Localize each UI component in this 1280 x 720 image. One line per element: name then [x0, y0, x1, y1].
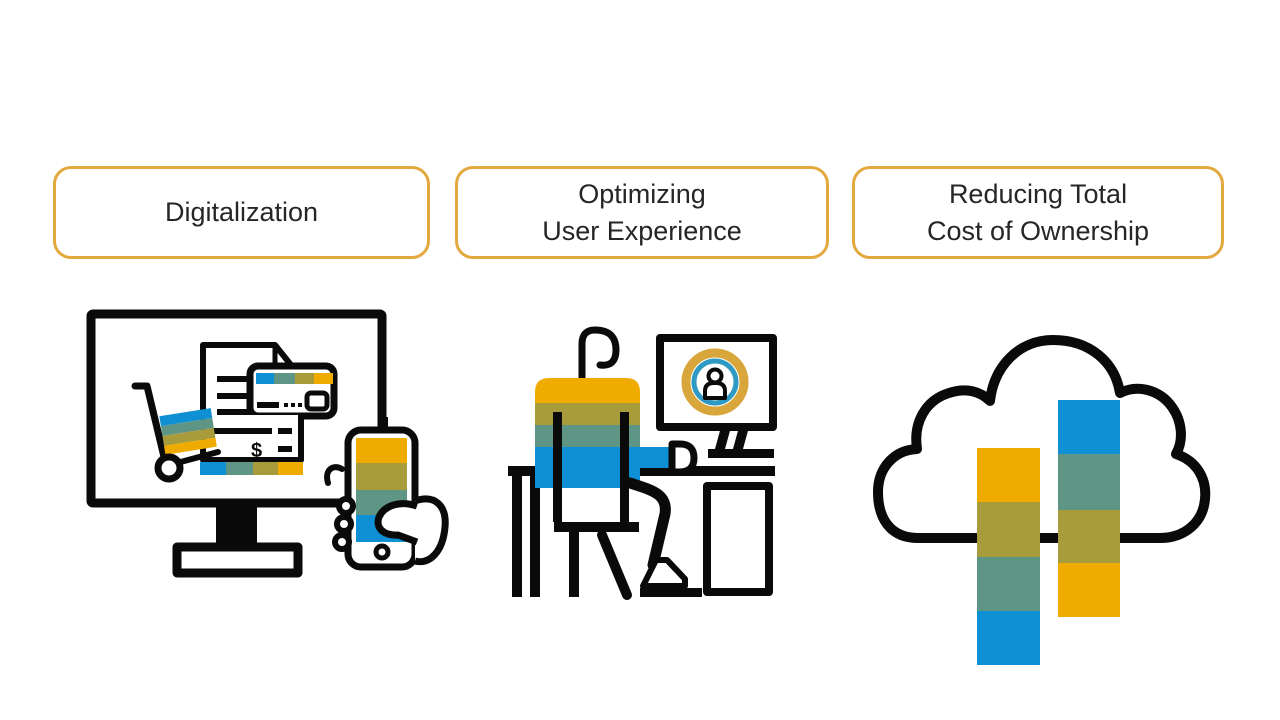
color-bar — [200, 462, 303, 475]
user-avatar-icon — [681, 348, 749, 416]
chair-icon — [554, 522, 639, 600]
hand — [668, 440, 698, 476]
person-icon — [535, 326, 702, 597]
thumb — [374, 500, 419, 546]
card-optimizing-user-experience: Optimizing User Experience — [455, 166, 829, 259]
drawer-unit — [703, 482, 773, 596]
card-digitalization: Digitalization — [53, 166, 430, 259]
credit-card-icon — [246, 362, 338, 420]
card-label-line: Optimizing — [578, 178, 706, 209]
head — [578, 326, 620, 388]
smartphone-in-hand-icon — [324, 417, 449, 571]
torso-and-arm — [535, 447, 672, 488]
home-button — [373, 543, 391, 561]
card-reducing-tco: Reducing Total Cost of Ownership — [852, 166, 1224, 259]
user-at-desk-illustration-icon — [508, 326, 777, 600]
cloud-tco-illustration-icon — [873, 335, 1211, 665]
left-bar-column — [977, 448, 1040, 665]
index-finger — [324, 464, 345, 486]
parcel-icon — [159, 408, 217, 455]
cloud-icon — [873, 335, 1211, 543]
card-label-line: Reducing Total — [948, 178, 1128, 209]
hand-palm — [413, 495, 449, 566]
hand-truck-icon — [131, 382, 221, 483]
leg — [624, 477, 671, 571]
foot — [640, 557, 688, 589]
desk-icon — [508, 466, 775, 597]
dollar-sign: $ — [251, 440, 262, 462]
card-label-line: User Experience — [542, 215, 742, 246]
card-label-line: Cost of Ownership — [926, 215, 1150, 246]
card-label-line: Digitalization — [164, 197, 319, 227]
desk-monitor-icon — [656, 334, 777, 458]
invoice-icon: $ — [200, 415, 304, 463]
digitalization-illustration-icon: $ — [86, 309, 449, 578]
right-bar-column — [1058, 400, 1120, 617]
